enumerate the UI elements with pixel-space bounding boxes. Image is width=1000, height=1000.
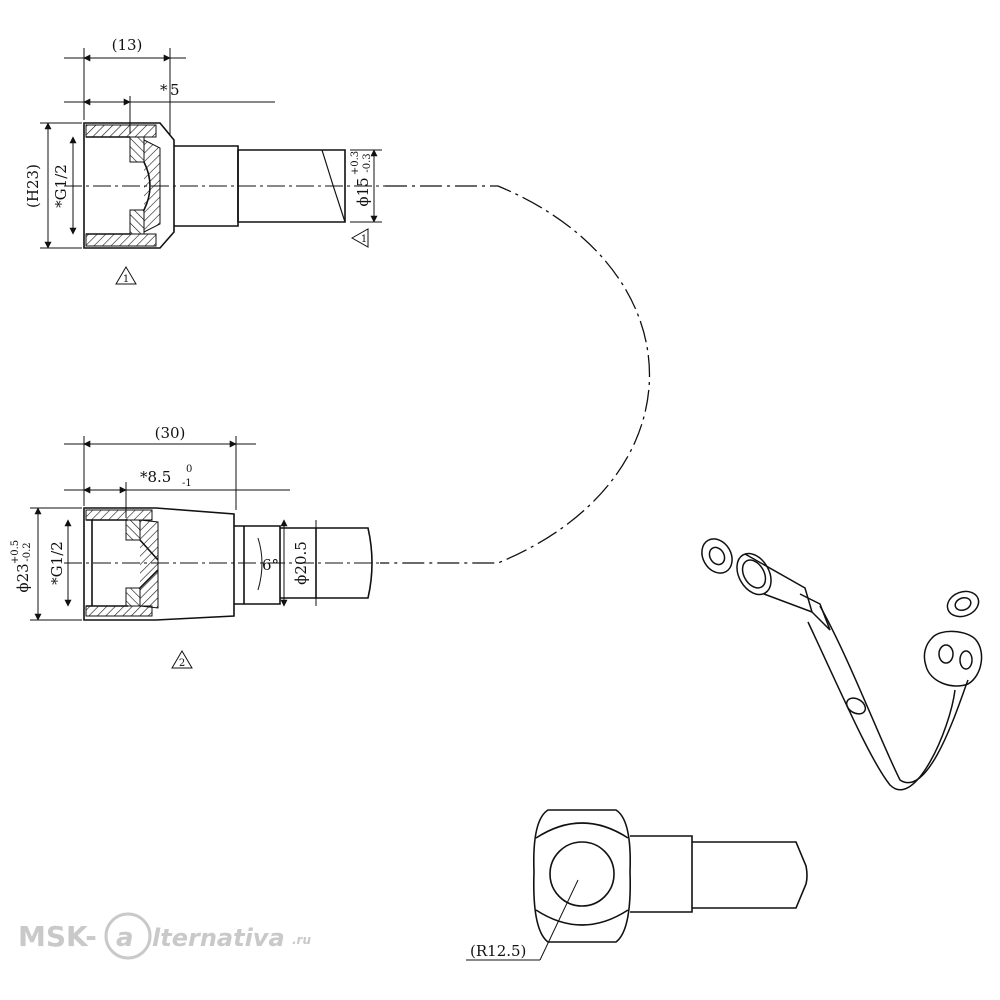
washer-right: [946, 590, 980, 618]
bottom-dimensions: [30, 436, 317, 621]
svg-text:a: a: [116, 923, 134, 953]
top-dim-length: (13): [112, 36, 143, 54]
bottom-fitting: [83, 507, 373, 621]
bottom-dim-outer: ϕ23: [14, 563, 32, 592]
hose-arc: [380, 185, 651, 564]
hose-inner: [807, 621, 956, 791]
elbow-detail: [532, 809, 808, 943]
marker-triangle-side: 1: [350, 228, 369, 248]
washer-left: [701, 538, 733, 574]
top-dim-depth: 5: [170, 81, 180, 99]
bottom-dim-angle: 6°: [262, 556, 279, 574]
bottom-dim-length: (30): [155, 424, 186, 442]
marker-1-label: 1: [123, 274, 129, 285]
top-nut-outline: [83, 122, 175, 249]
bottom-dim-depth-tol-upper: 0: [186, 464, 192, 475]
top-dim-thread: *G1/2: [52, 164, 70, 208]
radius-leader: [539, 879, 579, 961]
top-nut-hatch-top: [85, 124, 157, 138]
bottom-dim-thread: *G1/2: [48, 541, 66, 585]
top-fitting: [83, 122, 346, 249]
top-insert-bottom: [129, 209, 145, 235]
watermark: MSK- a lternativa .ru: [18, 912, 311, 960]
top-dim-height: (H23): [24, 164, 42, 208]
marker-triangle-2: 2: [171, 650, 193, 669]
elbow-circle: [549, 841, 615, 907]
bottom-nut-hatch-bottom: [85, 605, 153, 617]
bottom-insert-top: [125, 519, 141, 541]
top-dimensions: [40, 48, 382, 249]
elbow-nut: [923, 630, 983, 687]
top-nut-hatch-bottom: [85, 233, 157, 247]
radius-label: (R12.5): [470, 942, 526, 960]
elbow-body: [532, 809, 632, 943]
bottom-insert-bottom: [125, 587, 141, 607]
top-dim-hose-diameter: ϕ15: [354, 177, 372, 206]
bottom-dim-outer-tol-upper: +0.5: [10, 540, 21, 564]
watermark-right: lternativa: [152, 924, 285, 952]
marker-triangle-1: 1: [115, 266, 137, 285]
elbow-tube: [630, 835, 693, 913]
bottom-nut-hatch-top: [85, 509, 153, 521]
watermark-suffix: .ru: [292, 933, 311, 947]
straight-nut-end: [736, 552, 772, 596]
bottom-dim-outer-tol-lower: -0.2: [22, 542, 33, 561]
bottom-dim-inner: ϕ20.5: [292, 541, 310, 585]
top-dim-hose-tol-upper: +0.3: [350, 151, 361, 175]
hose-outer: [819, 605, 969, 784]
bottom-seal: [139, 519, 159, 609]
bottom-nut-outline: [83, 507, 235, 621]
watermark-at-icon: [104, 912, 152, 960]
marker-2-label: 2: [179, 658, 185, 669]
top-hose: [238, 149, 346, 223]
top-dim-depth-prefix: *: [160, 81, 168, 99]
bottom-dim-depth-tol-lower: -1: [182, 478, 192, 489]
top-dim-hose-tol-lower: -0.3: [362, 153, 373, 172]
top-insert-top: [129, 136, 145, 163]
marker-side-label: 1: [361, 234, 367, 245]
bottom-sleeve: [234, 525, 281, 605]
watermark-left: MSK-: [18, 920, 97, 953]
isometric-hose-assembly: [701, 538, 983, 791]
bottom-dim-depth: *8.5: [140, 468, 171, 486]
